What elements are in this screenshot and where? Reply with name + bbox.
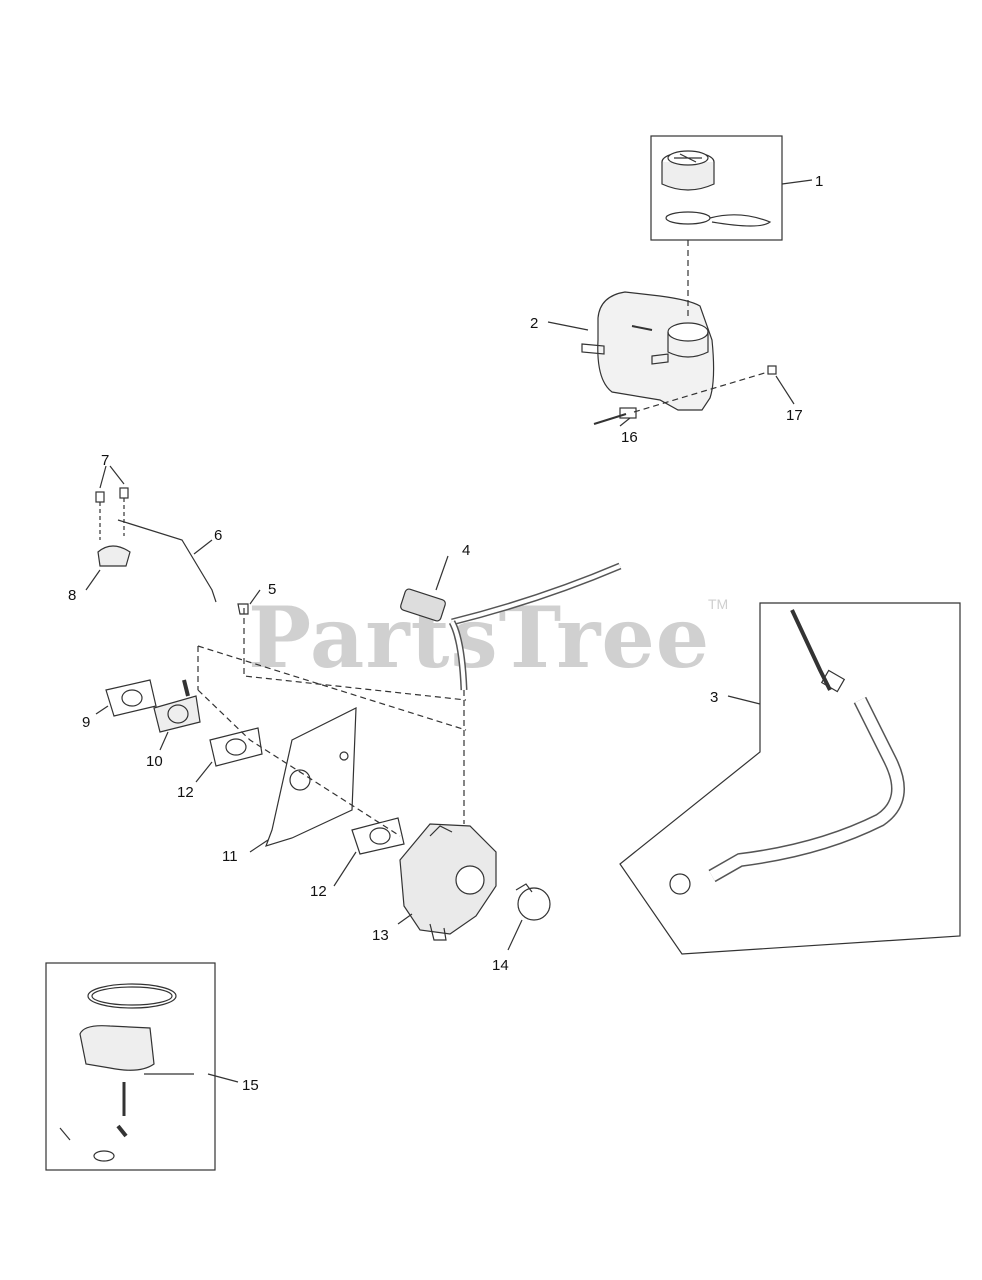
callout-8: 8 <box>68 587 76 604</box>
callout-7: 7 <box>101 452 109 469</box>
screw-and-nut <box>593 365 777 425</box>
callout-13: 13 <box>372 927 389 944</box>
fuel-cap-assembly <box>650 135 783 241</box>
vent-hose <box>400 562 622 691</box>
leader-lines <box>85 179 813 1083</box>
watermark-tm: TM <box>708 596 729 612</box>
heat-shield <box>265 707 357 847</box>
carburetor <box>399 823 497 941</box>
fuel-line-assembly <box>619 602 961 955</box>
callout-5: 5 <box>268 581 276 598</box>
assembly-lines <box>197 240 769 837</box>
fuel-tank <box>581 291 715 411</box>
callout-1: 1 <box>815 173 823 190</box>
callout-9: 9 <box>82 714 90 731</box>
callouts: 1 2 3 4 5 6 7 8 9 10 11 12 12 13 14 15 1… <box>68 173 823 1094</box>
choke-rod-assembly <box>95 487 249 615</box>
callout-2: 2 <box>530 315 538 332</box>
callout-11: 11 <box>222 848 238 865</box>
callout-16: 16 <box>621 429 638 446</box>
callout-4: 4 <box>462 542 470 559</box>
watermark-text: PartsTree <box>248 588 711 687</box>
callout-12-b: 12 <box>310 883 327 900</box>
callout-14: 14 <box>492 957 509 974</box>
callout-10: 10 <box>146 753 163 770</box>
callout-15: 15 <box>242 1077 259 1094</box>
callout-6: 6 <box>214 527 222 544</box>
clip <box>515 883 551 921</box>
float-bowl-kit <box>45 962 216 1171</box>
callout-3: 3 <box>710 689 718 706</box>
gaskets-and-spacer <box>105 679 405 855</box>
callout-12-a: 12 <box>177 784 194 801</box>
callout-17: 17 <box>786 407 803 424</box>
